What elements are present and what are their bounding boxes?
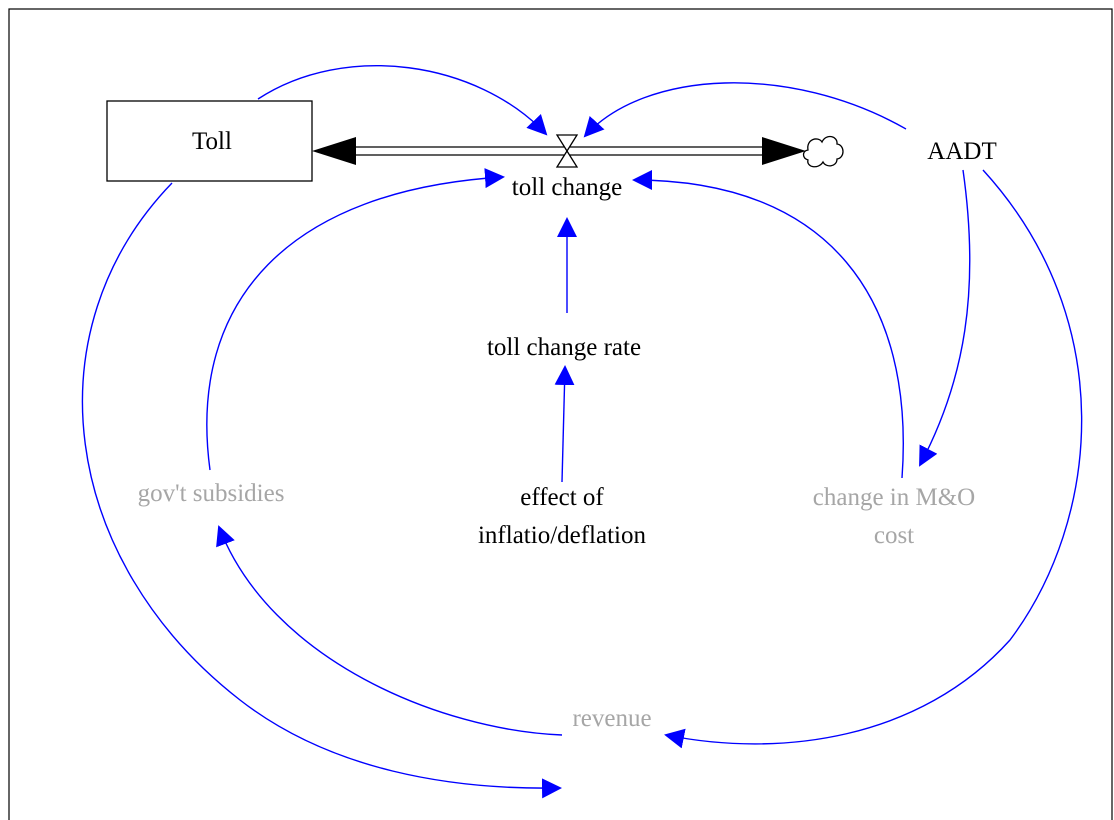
toll-stock-label: Toll xyxy=(192,128,232,155)
valve-icon[interactable] xyxy=(555,134,579,168)
govt-subsidies-variable[interactable]: gov't subsidies xyxy=(138,480,285,507)
link-subsidies-to-toll-change xyxy=(206,168,505,471)
toll-change-rate-variable[interactable]: toll change rate xyxy=(487,334,641,361)
link-toll-to-toll-change xyxy=(257,65,548,136)
effect-of-inflation-line1[interactable]: effect of xyxy=(520,484,604,511)
link-aadt-to-mo xyxy=(919,169,971,467)
flow-pipe xyxy=(312,137,806,165)
change-in-mo-cost-line2[interactable]: cost xyxy=(874,522,914,549)
toll-change-flow-label[interactable]: toll change xyxy=(512,174,622,201)
link-effect-to-rate xyxy=(554,365,575,483)
change-in-mo-cost-line1[interactable]: change in M&O xyxy=(813,484,975,511)
toll-stock-box[interactable] xyxy=(106,100,313,182)
cloud-icon xyxy=(802,135,844,168)
link-aadt-to-toll-change xyxy=(583,82,907,138)
aadt-variable[interactable]: AADT xyxy=(927,138,996,165)
revenue-variable[interactable]: revenue xyxy=(572,705,651,732)
link-mo-to-toll-change xyxy=(632,170,904,479)
flow-arrow-to-sink xyxy=(762,137,806,165)
effect-of-inflation-line2[interactable]: inflatio/deflation xyxy=(478,522,647,549)
causal-links xyxy=(81,65,1083,799)
link-toll-to-revenue xyxy=(81,182,562,799)
flow-arrow-to-toll xyxy=(312,137,356,165)
link-aadt-to-revenue xyxy=(664,169,1083,749)
link-revenue-to-subsidies xyxy=(216,525,563,736)
